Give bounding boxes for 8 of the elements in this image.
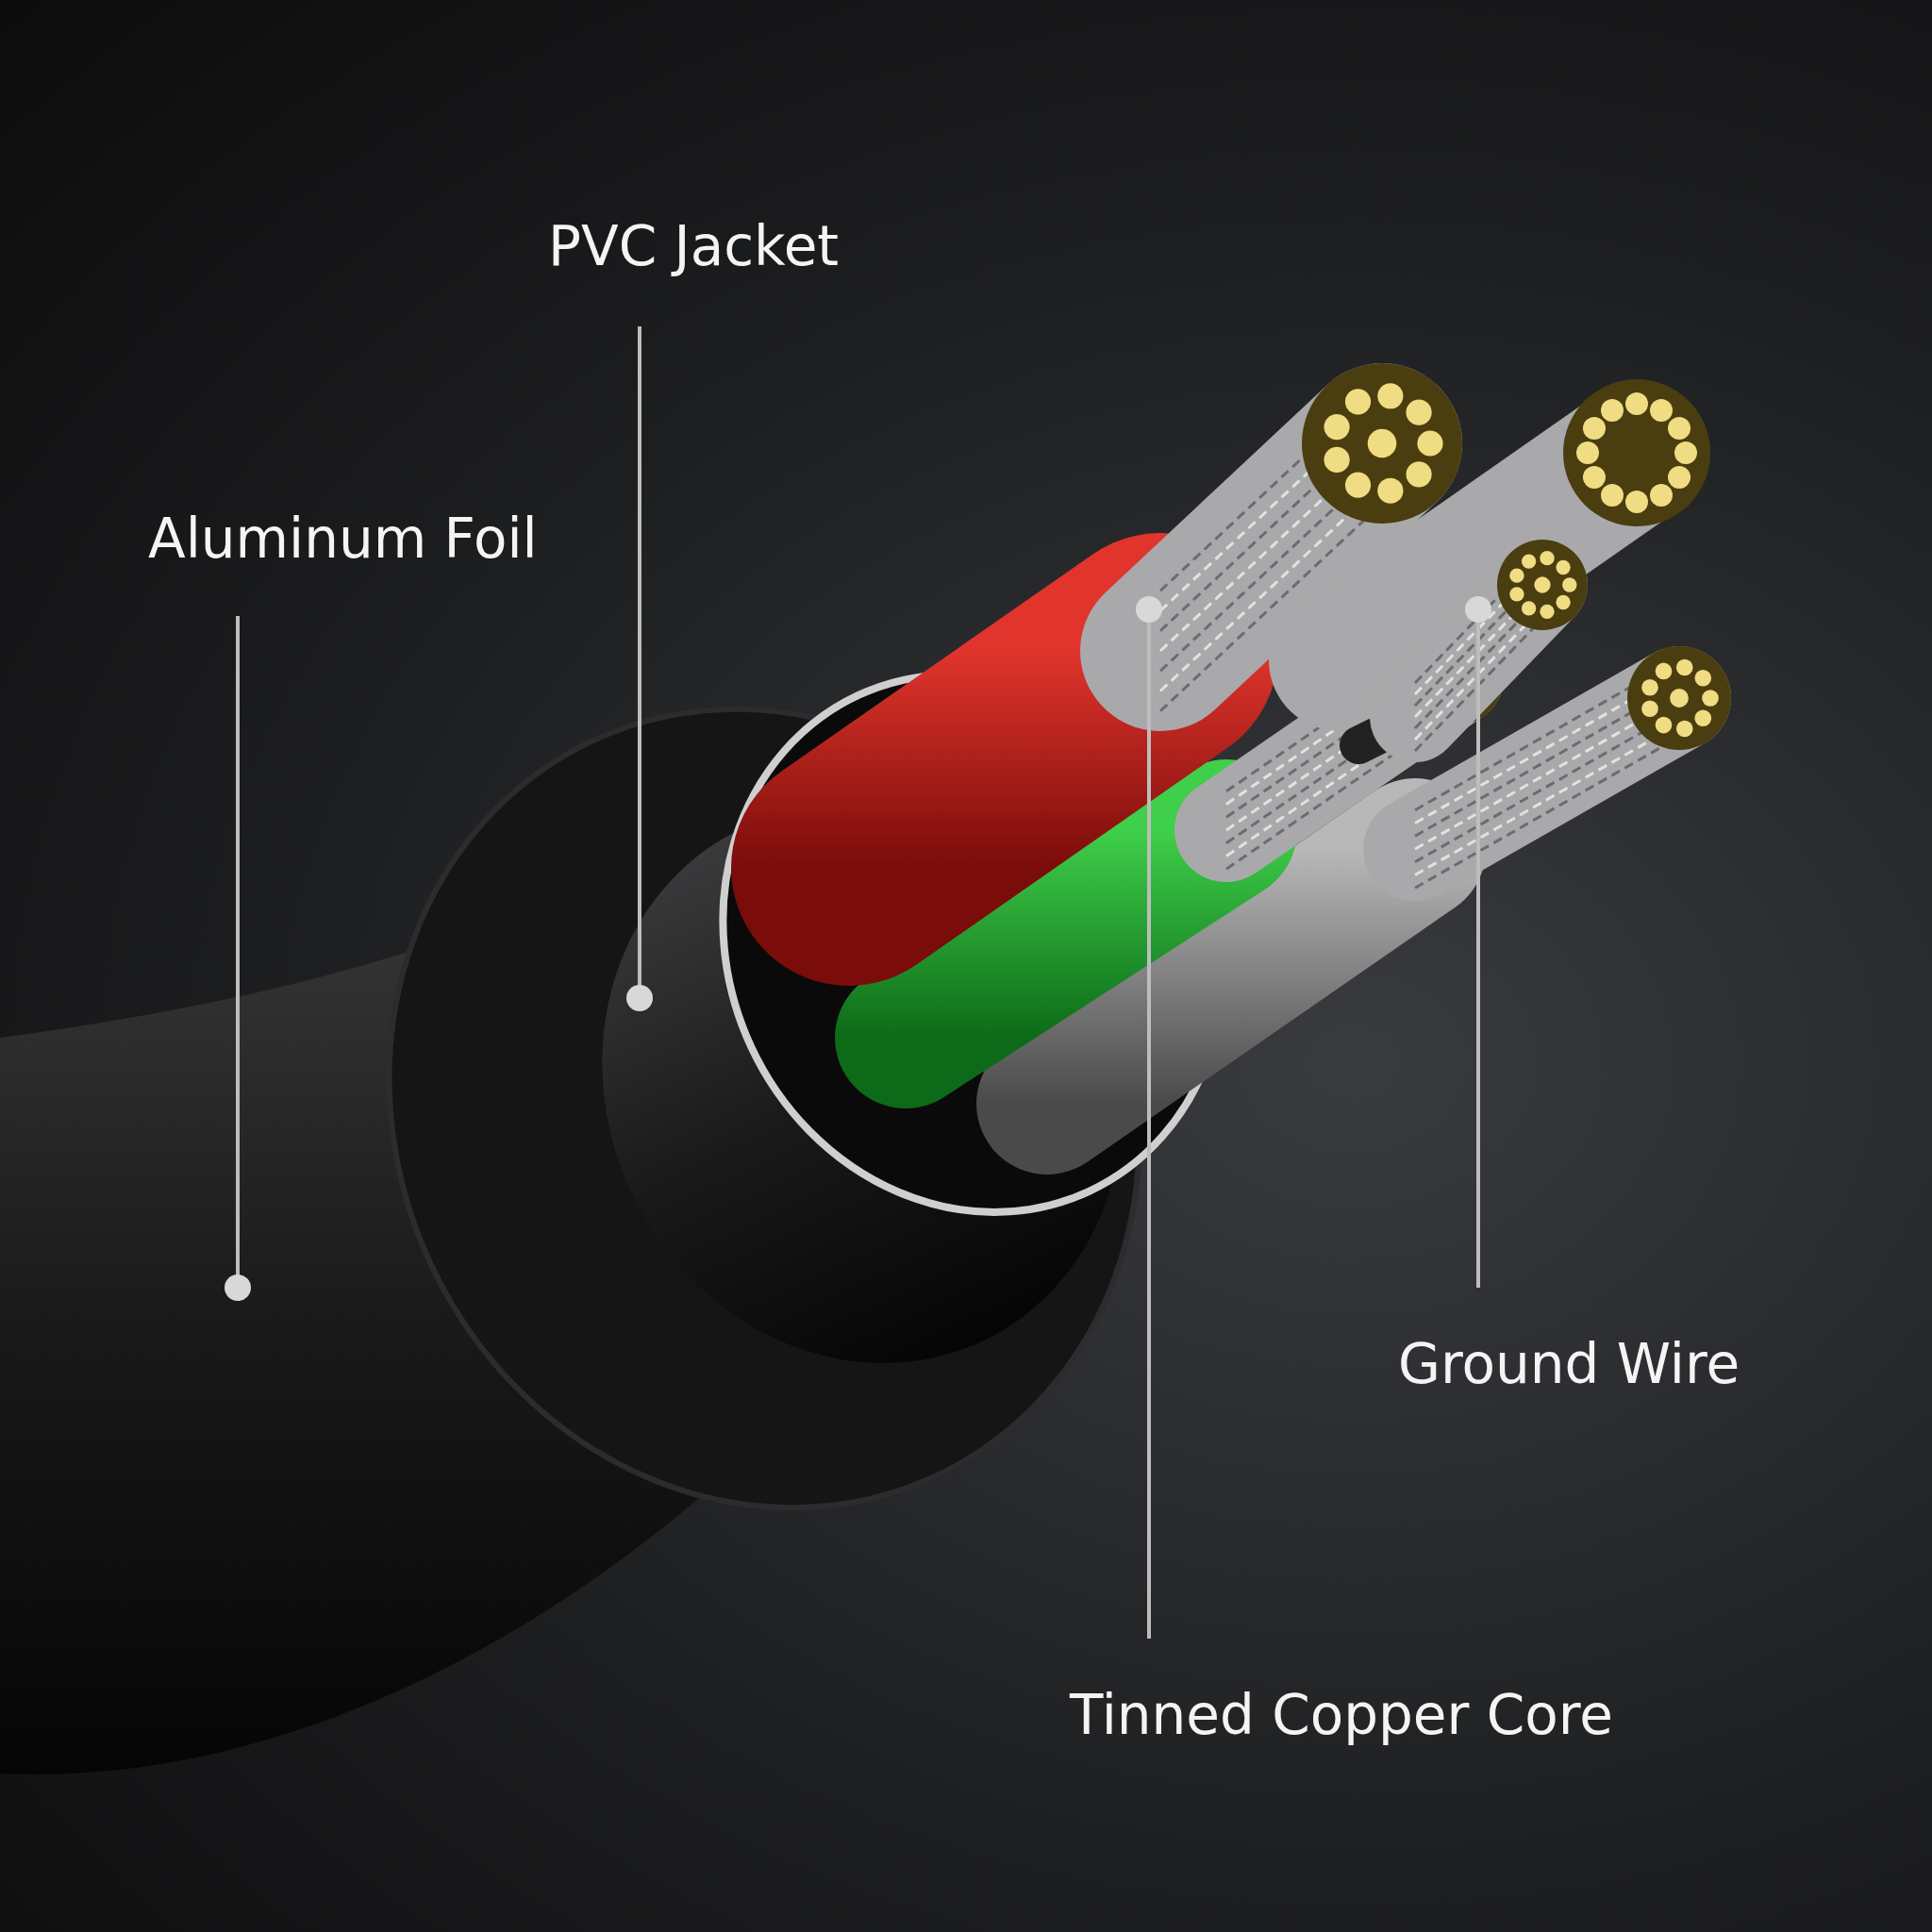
part-label: Tinned Copper Core	[1070, 1686, 1614, 1746]
leader-line	[1136, 596, 1162, 1639]
leader-line	[225, 616, 251, 1301]
leader-line	[1465, 596, 1491, 1288]
part-label: Ground Wire	[1398, 1335, 1740, 1395]
leader-line	[626, 326, 653, 1011]
part-label: Aluminum Foil	[148, 509, 538, 570]
part-label: PVC Jacket	[548, 217, 840, 277]
